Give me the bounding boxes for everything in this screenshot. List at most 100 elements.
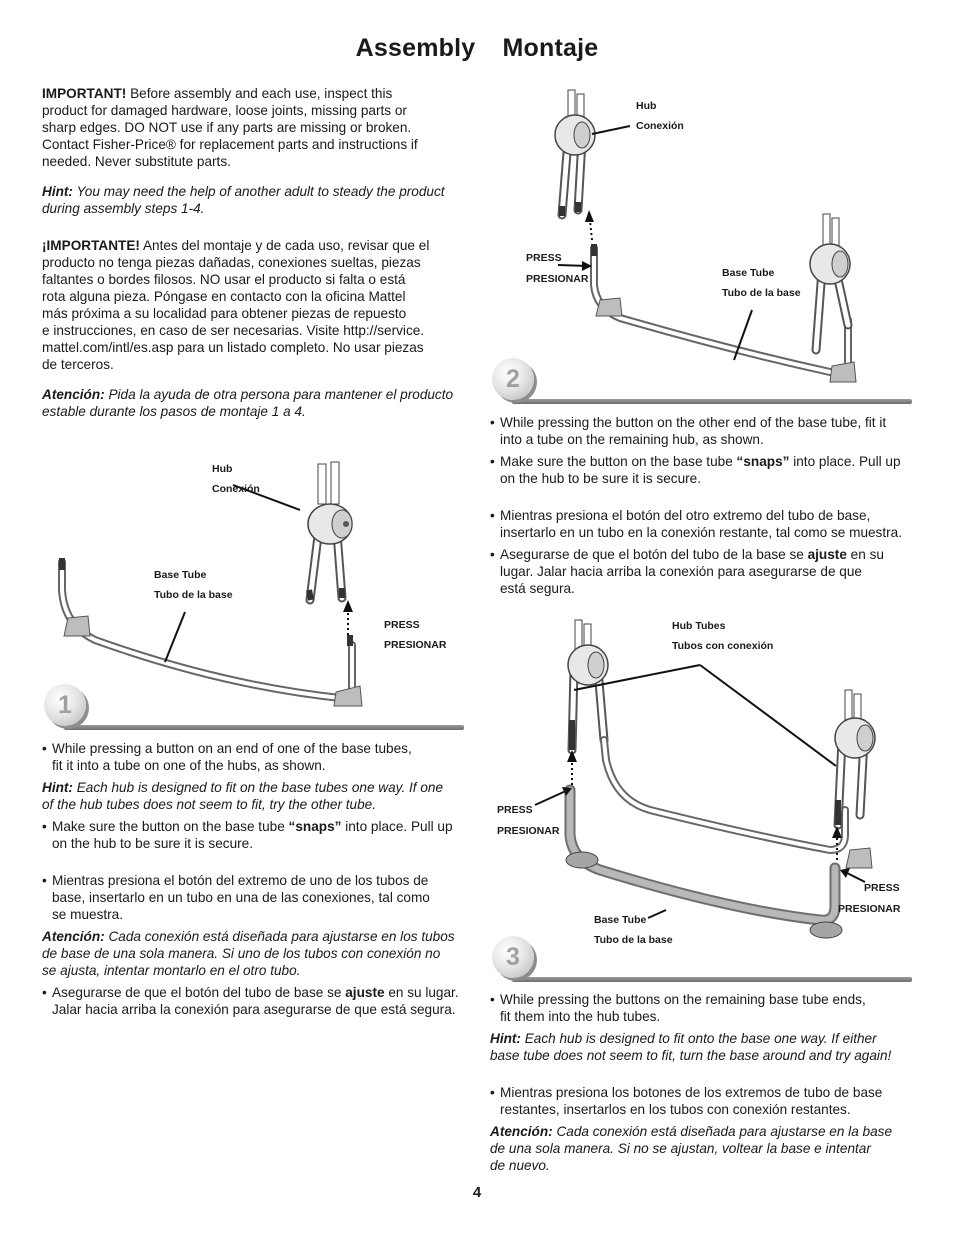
step3-press-right-label: PRESS [864,882,900,894]
text: Asegurarse de que el botón del tubo de l… [500,547,808,562]
important-en-label: IMPORTANT! [42,86,127,101]
text: lugar. Jalar hacia arriba la conexión pa… [500,564,862,579]
important-en-text: sharp edges. DO NOT use if any parts are… [42,120,412,135]
text: on the hub to be sure it is secure. [500,471,702,486]
step3-number-badge: 3 [492,936,534,978]
hint-en-text: You may need the help of another adult t… [72,184,445,199]
important-es-text: de terceros. [42,357,114,372]
step1-hint-es: Atención: Cada conexión está diseñada pa… [42,928,467,979]
text: While pressing a button on an end of one… [52,741,412,756]
text: into place. Pull up [789,454,901,469]
step3-press-left-label: PRESS [497,804,533,816]
step3-hubtubes-label: Hub Tubes [672,620,726,632]
step2-bullet-es-2: Asegurarse de que el botón del tubo de l… [490,546,920,597]
step2-bullet-2: Make sure the button on the base tube “s… [490,453,920,487]
hint-es-text: Pida la ayuda de otra persona para mante… [104,387,454,402]
text: base tube does not seem to fit, turn the… [490,1048,892,1063]
step2-divider [512,399,912,404]
step1-hub-label-es: Conexión [212,483,260,495]
hint-en-label: Hint: [42,184,73,199]
step1-number-badge: 1 [44,684,86,726]
text: restantes, insertarlos en los tubos con … [500,1102,851,1117]
page-title: Assembly Montaje [0,34,954,63]
hint-es-label: Atención: [42,387,105,402]
step3-illustration [534,619,876,939]
step1-instructions: While pressing a button on an end of one… [42,740,467,1018]
step1-bullet-es-1: Mientras presiona el botón del extremo d… [42,872,467,923]
step2-bullet-es-1: Mientras presiona el botón del otro extr… [490,507,920,541]
text: into a tube on the remaining hub, as sho… [500,432,764,447]
step2-hub-label-es: Conexión [636,120,684,132]
ajuste-emphasis: ajuste [807,547,847,562]
important-es-text: faltantes o bordes filosos. NO usar el p… [42,272,406,287]
hint-label: Atención: [490,1124,553,1139]
hint-label: Atención: [42,929,105,944]
ajuste-emphasis: ajuste [345,985,385,1000]
hint-es-line: Atención: Pida la ayuda de otra persona … [42,386,467,403]
text: de una sola manera. Si no se ajustan, vo… [490,1141,871,1156]
important-en-text: needed. Never substitute parts. [42,154,231,169]
hint-es-text: estable durante los pasos de montaje 1 a… [42,404,306,419]
text: While pressing the button on the other e… [500,415,887,430]
important-en-text: Contact Fisher-Price® for replacement pa… [42,137,418,152]
important-en-line: IMPORTANT! Before assembly and each use,… [42,85,467,102]
important-es-text: mattel.com/intl/es.asp para un listado c… [42,340,424,355]
step1-bullet-es-2: Asegurarse de que el botón del tubo de b… [42,984,467,1018]
hint-en-line: Hint: You may need the help of another a… [42,183,467,200]
step3-bullet-es-1: Mientras presiona los botones de los ext… [490,1084,920,1118]
important-es-text: e instrucciones, en caso de ser necesari… [42,323,425,338]
hint-label: Hint: [42,780,73,795]
important-es-label: ¡IMPORTANTE! [42,238,140,253]
text: While pressing the buttons on the remain… [500,992,866,1007]
text: Mientras presiona el botón del extremo d… [52,873,429,888]
step2-number-badge: 2 [492,358,534,400]
hint-en-text: during assembly steps 1-4. [42,201,205,216]
intro-section: IMPORTANT! Before assembly and each use,… [42,85,467,420]
snaps-emphasis: “snaps” [288,819,342,834]
title-english: Assembly [355,34,476,62]
text: fit it into a tube on one of the hubs, a… [52,758,326,773]
step2-illustration [554,89,857,383]
hint-label: Hint: [490,1031,521,1046]
step2-instructions: While pressing the button on the other e… [490,414,920,597]
page-number: 4 [472,1184,482,1201]
step1-press-label: PRESS [384,619,420,631]
step3-press-left-label-es: PRESIONAR [497,825,560,837]
step3-instructions: While pressing the buttons on the remain… [490,991,920,1174]
important-es-text: producto no tenga piezas dañadas, conexi… [42,255,421,270]
text: de base de una sola manera. Si uno de lo… [42,946,441,961]
step2-press-label: PRESS [526,252,562,264]
step2-base-label-es: Tubo de la base [722,287,801,299]
important-es-text: rota alguna pieza. Póngase en contacto c… [42,289,406,304]
important-en-text: product for damaged hardware, loose join… [42,103,407,118]
step1-bullet-1: While pressing a button on an end of one… [42,740,467,774]
text: fit them into the hub tubes. [500,1009,661,1024]
step3-divider [512,977,912,982]
step1-bullet-2: Make sure the button on the base tube “s… [42,818,467,852]
text: de nuevo. [490,1158,550,1173]
step3-press-right-label-es: PRESIONAR [838,903,901,915]
step3-bullet-1: While pressing the buttons on the remain… [490,991,920,1025]
text: Make sure the button on the base tube [52,819,289,834]
text: Each hub is designed to fit onto the bas… [520,1031,877,1046]
text: Asegurarse de que el botón del tubo de b… [52,985,346,1000]
text: Mientras presiona los botones de los ext… [500,1085,883,1100]
step1-press-label-es: PRESIONAR [384,639,447,651]
step2-bullet-1: While pressing the button on the other e… [490,414,920,448]
text: base, insertarlo en un tubo en una de la… [52,890,430,905]
text: Cada conexión está diseñada para ajustar… [552,1124,893,1139]
text: Each hub is designed to fit on the base … [72,780,444,795]
step2-press-label-es: PRESIONAR [526,273,589,285]
step3-base-label: Base Tube [594,914,647,926]
important-es-text: Antes del montaje y de cada uso, revisar… [139,238,430,253]
text: se muestra. [52,907,124,922]
important-en-text: Before assembly and each use, inspect th… [126,86,393,101]
text: en su lugar. [384,985,459,1000]
snaps-emphasis: “snaps” [736,454,790,469]
text: Make sure the button on the base tube [500,454,737,469]
text: Mientras presiona el botón del otro extr… [500,508,871,523]
text: en su [846,547,884,562]
text: se ajusta, intentar montarlo en el otro … [42,963,301,978]
step1-base-label: Base Tube [154,569,207,581]
step1-divider [64,725,464,730]
